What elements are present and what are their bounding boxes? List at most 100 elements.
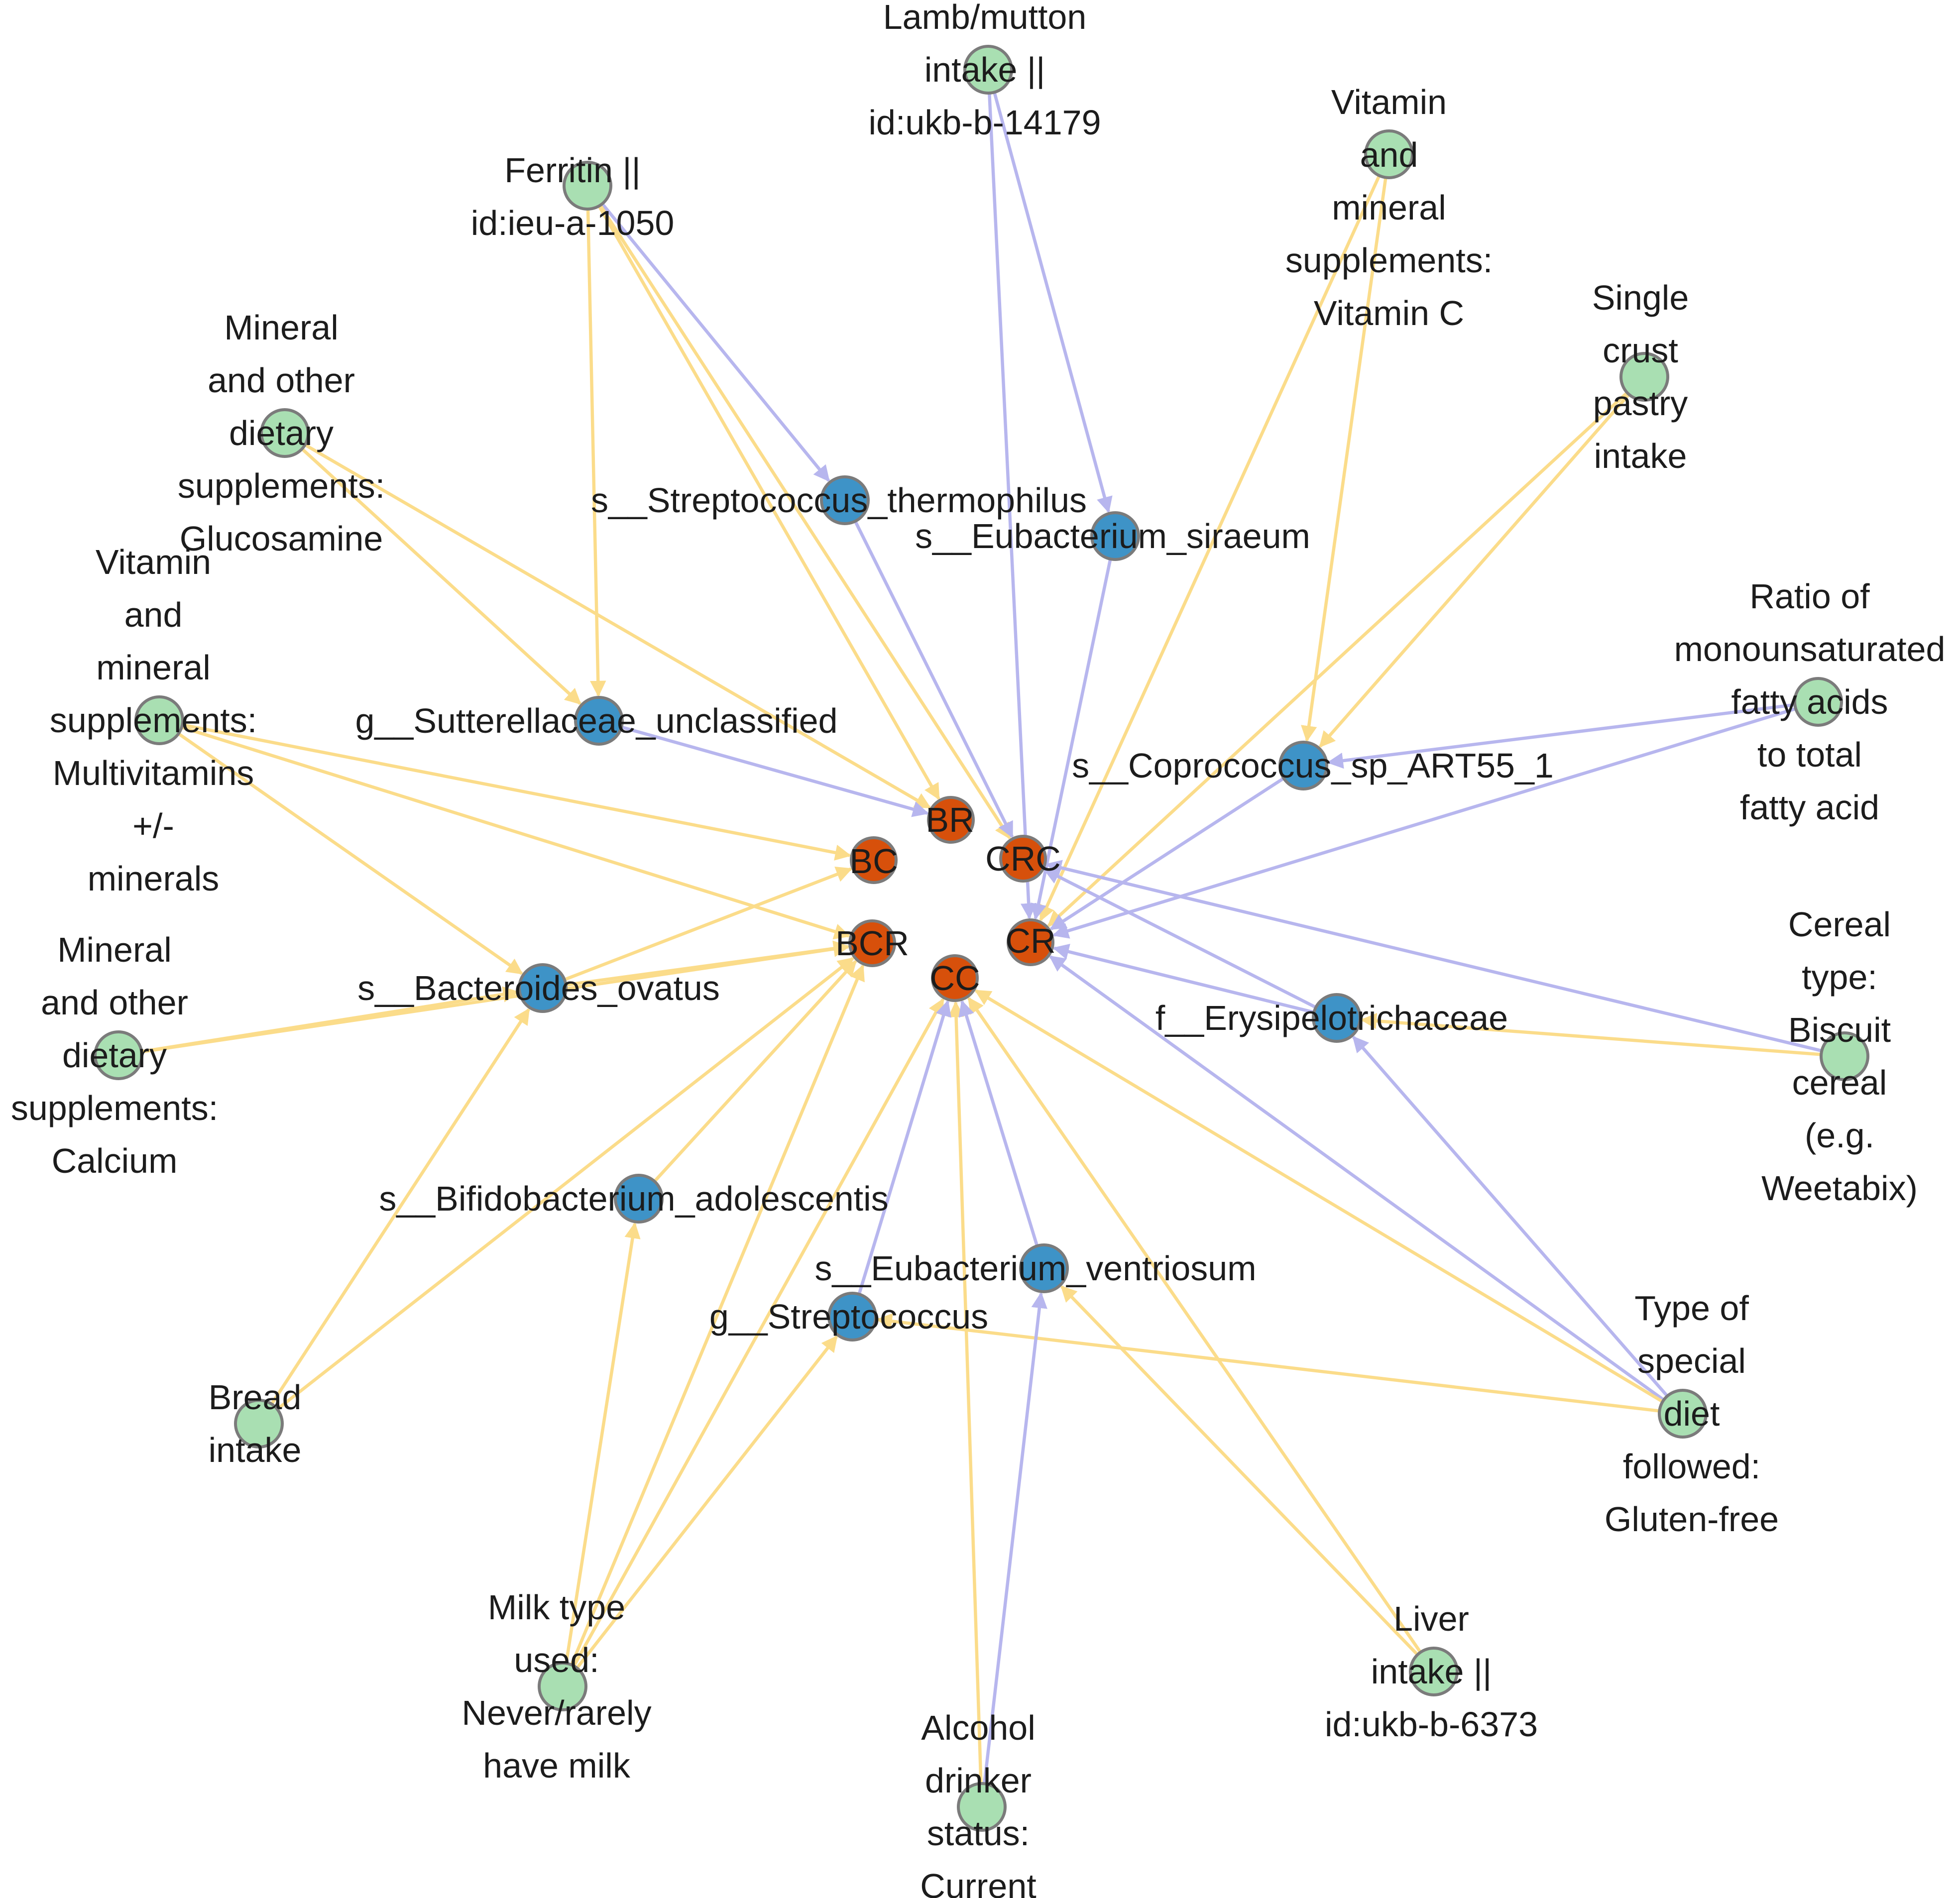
label-line: s__Coprococcus_sp_ART55_1	[1072, 746, 1554, 785]
edge-ferritin-to-sutter	[585, 185, 606, 697]
edge-multi-to-BCR	[159, 718, 851, 940]
label-line: g__Streptococcus	[709, 1297, 988, 1336]
node-liver[interactable]	[1409, 1647, 1459, 1696]
label-bact: s__Bacteroides_ovatus	[357, 969, 720, 1007]
edge-multi-to-bact	[158, 719, 523, 975]
node-vitc[interactable]	[1364, 129, 1414, 179]
label-line: supplements:	[1285, 241, 1493, 280]
label-ferritin: Ferritin ||id:ieu-a-1050	[471, 151, 675, 242]
label-line: BR	[925, 800, 974, 839]
edge-lamb-to-eub_s	[986, 69, 1113, 513]
label-line: mineral	[96, 648, 211, 687]
label-line: followed:	[1623, 1447, 1760, 1486]
label-line: Milk type	[488, 1588, 625, 1627]
node-cereal[interactable]	[1820, 1031, 1869, 1081]
node-gluten[interactable]	[1658, 1389, 1708, 1439]
node-CC[interactable]	[931, 954, 979, 1002]
label-line: Vitamin C	[1314, 294, 1464, 333]
label-line: intake	[209, 1431, 302, 1469]
edge-ratio-to-copro	[1327, 700, 1819, 769]
edge-eub_v-to-CC	[958, 1000, 1046, 1269]
node-erysip[interactable]	[1312, 993, 1362, 1043]
edge-eub_s-to-CR	[1031, 536, 1117, 920]
label-line: supplements:	[50, 701, 257, 740]
node-milk[interactable]	[538, 1662, 587, 1711]
node-calcium[interactable]	[94, 1030, 143, 1080]
node-eub_v[interactable]	[1019, 1243, 1069, 1293]
node-CR[interactable]	[1007, 918, 1054, 966]
label-line: Calcium	[52, 1141, 178, 1180]
label-CRC: CRC	[985, 839, 1061, 878]
label-line: id:ukb-b-14179	[869, 103, 1101, 142]
edge-vitc-to-CR	[1039, 153, 1390, 922]
node-copro[interactable]	[1278, 741, 1328, 790]
node-eub_s[interactable]	[1090, 511, 1140, 561]
node-multi[interactable]	[134, 695, 184, 745]
node-bread[interactable]	[234, 1399, 284, 1449]
node-BC[interactable]	[850, 836, 898, 884]
edge-pastry-to-copro	[1319, 375, 1646, 748]
node-strep[interactable]	[827, 1292, 877, 1341]
label-line: and	[124, 595, 183, 634]
label-line: g__Sutterellaceae_unclassified	[355, 701, 838, 740]
label-line: s__Bacteroides_ovatus	[357, 969, 720, 1007]
label-line: intake ||	[924, 50, 1045, 89]
label-line: and other	[41, 983, 188, 1022]
edge-ferritin-to-CRC	[586, 185, 1012, 840]
label-line: pastry	[1593, 384, 1688, 423]
label-eub_v: s__Eubacterium_ventriosum	[814, 1249, 1256, 1288]
node-bact[interactable]	[518, 963, 568, 1013]
label-line: status:	[927, 1814, 1030, 1853]
label-line: (e.g.	[1805, 1116, 1874, 1155]
edge-gluten-to-CR	[1049, 955, 1684, 1415]
edge-lamb-to-CR	[986, 69, 1037, 920]
label-BR: BR	[925, 800, 974, 839]
label-line: Mineral	[224, 308, 339, 347]
label-line: Ratio of	[1749, 577, 1870, 616]
label-CC: CC	[929, 959, 980, 998]
label-sutter: g__Sutterellaceae_unclassified	[355, 701, 838, 740]
node-sutter[interactable]	[574, 696, 624, 746]
label-line: drinker	[925, 1761, 1032, 1800]
node-CRC[interactable]	[999, 835, 1047, 883]
edge-bread-to-bact	[257, 1008, 530, 1425]
node-lamb[interactable]	[963, 45, 1013, 95]
node-ratio[interactable]	[1793, 677, 1843, 727]
node-layer	[94, 45, 1869, 1832]
node-gluco[interactable]	[260, 408, 310, 458]
label-line: Vitamin	[1331, 83, 1447, 121]
edge-erysip-to-CR	[1052, 943, 1337, 1020]
label-line: Alcohol	[921, 1708, 1036, 1747]
node-strep_t[interactable]	[820, 475, 870, 525]
edge-copro-to-CR	[1049, 764, 1304, 931]
edge-milk-to-CC	[561, 998, 945, 1687]
label-line: Biscuit	[1788, 1010, 1891, 1049]
label-alcohol: Alcohol drinker status: Current	[920, 1708, 1036, 1898]
node-BR[interactable]	[927, 796, 975, 844]
label-line: BC	[849, 842, 898, 881]
node-alcohol[interactable]	[957, 1782, 1007, 1832]
label-bifido: s__Bifidobacterium_adolescentis	[379, 1179, 888, 1218]
label-line: Current	[920, 1867, 1036, 1898]
edge-bread-to-BCR	[257, 957, 854, 1425]
label-line: CR	[1005, 921, 1055, 960]
label-line: cereal	[1792, 1063, 1887, 1102]
edge-cereal-to-CRC	[1045, 860, 1845, 1058]
label-line: and	[1360, 135, 1418, 174]
edge-bact-to-BC	[542, 867, 853, 990]
label-line: Gluten-free	[1605, 1500, 1779, 1539]
label-BC: BC	[849, 842, 898, 881]
node-bifido[interactable]	[614, 1174, 664, 1224]
node-BCR[interactable]	[848, 919, 896, 967]
edge-gluco-to-sutter	[283, 432, 581, 705]
node-pastry[interactable]	[1619, 352, 1669, 402]
edge-pastry-to-CR	[1047, 375, 1646, 927]
node-ferritin[interactable]	[563, 161, 612, 211]
label-line: +/-	[132, 806, 174, 845]
